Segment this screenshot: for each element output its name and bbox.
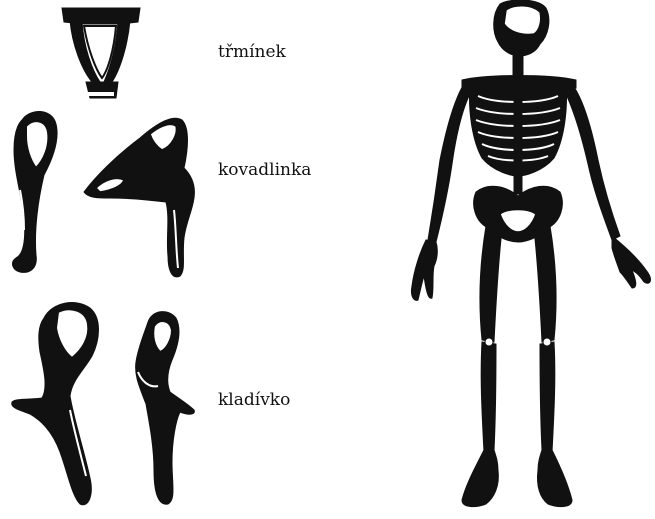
malleus-bone-icon-2: [136, 312, 195, 505]
malleus-label: kladívko: [218, 390, 290, 410]
incus-bone-icon: [13, 111, 58, 272]
incus-label: kovadlinka: [218, 160, 311, 180]
incus-bone-icon-2: [84, 118, 194, 277]
stapes-label: třmínek: [218, 42, 286, 62]
malleus-bone-icon: [12, 303, 99, 505]
human-skeleton-icon: [411, 0, 650, 507]
stapes-bone-icon: [62, 8, 140, 98]
